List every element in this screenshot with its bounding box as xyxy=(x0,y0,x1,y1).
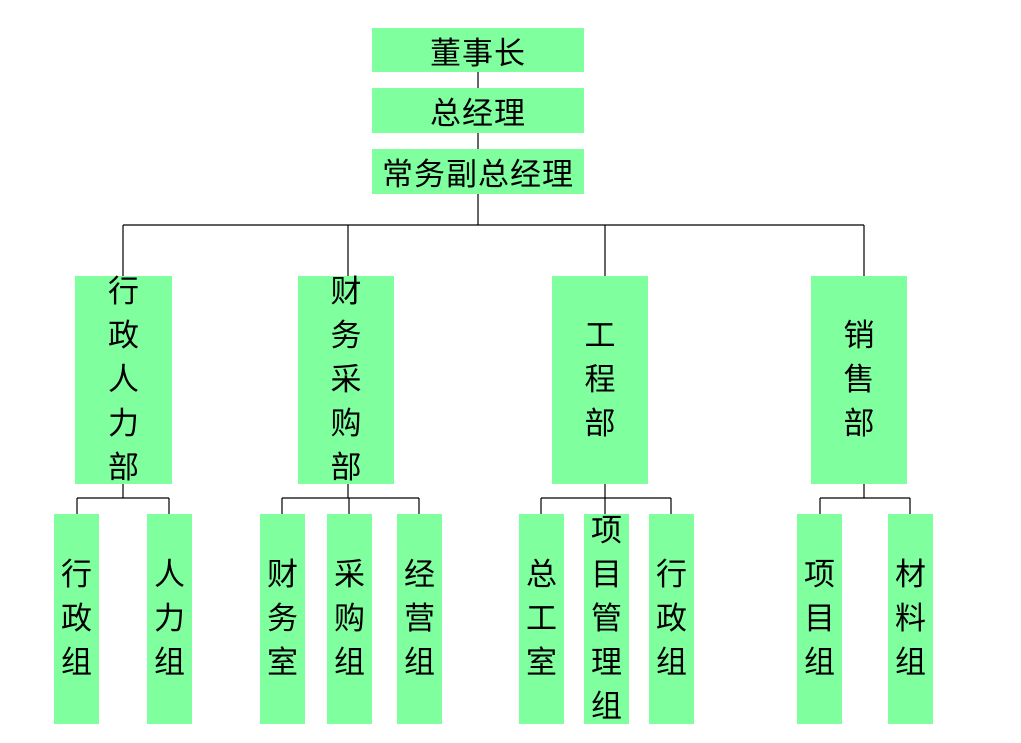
chairman-label: 董事长 xyxy=(430,35,526,72)
group-label: 行政组 xyxy=(656,557,687,681)
group-label: 采购组 xyxy=(334,557,365,681)
gm-box: 总经理 xyxy=(372,88,584,133)
group-box: 行政组 xyxy=(54,514,99,724)
deputy-gm-box: 常务副总经理 xyxy=(372,149,584,194)
group-box: 材料组 xyxy=(888,514,933,724)
group-box: 行政组 xyxy=(649,514,694,724)
group-box: 经营组 xyxy=(397,514,442,724)
dept-sales: 销售部 xyxy=(811,276,907,484)
group-label: 总工室 xyxy=(526,557,557,681)
gm-label: 总经理 xyxy=(430,96,526,132)
dept-label: 销售部 xyxy=(843,318,875,442)
group-label: 行政组 xyxy=(61,557,92,681)
dept-engineering: 工程部 xyxy=(552,276,648,484)
dept-label: 工程部 xyxy=(584,318,616,442)
group-box: 项目组 xyxy=(797,514,842,724)
group-box: 采购组 xyxy=(327,514,372,724)
dept-admin-hr: 行政人力部 xyxy=(75,274,172,486)
chairman-box: 董事长 xyxy=(372,28,584,72)
dept-finance-procurement: 财务采购部 xyxy=(298,274,394,486)
group-label: 人力组 xyxy=(154,557,185,681)
group-label: 项目组 xyxy=(804,557,835,681)
group-box: 总工室 xyxy=(519,514,564,724)
dept-label: 行政人力部 xyxy=(108,274,139,486)
group-label: 项目管理组 xyxy=(591,513,622,725)
dept-label: 财务采购部 xyxy=(330,274,362,486)
group-label: 经营组 xyxy=(404,557,435,681)
group-box: 项目管理组 xyxy=(584,513,629,725)
group-box: 人力组 xyxy=(147,514,192,724)
group-box: 财务室 xyxy=(260,514,305,724)
group-label: 财务室 xyxy=(267,557,298,681)
group-label: 材料组 xyxy=(895,557,926,681)
deputy-gm-label: 常务副总经理 xyxy=(382,157,574,193)
